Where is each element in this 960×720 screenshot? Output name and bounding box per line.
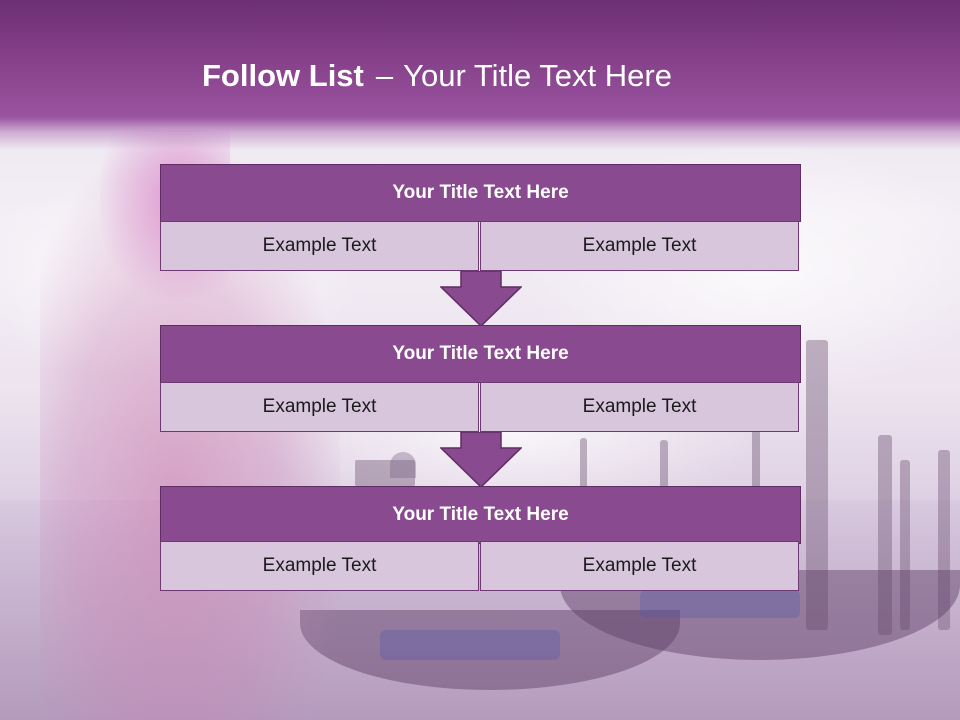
flow-block-2: Your Title Text Here Example Text Exampl…	[160, 325, 801, 432]
block-cell-right: Example Text	[480, 382, 799, 432]
block-cell-left: Example Text	[160, 221, 479, 271]
slide-title: Follow List–Your Title Text Here	[202, 56, 672, 96]
flow-block-1: Your Title Text Here Example Text Exampl…	[160, 164, 801, 271]
block-heading: Your Title Text Here	[160, 325, 801, 383]
header-band	[0, 0, 960, 150]
down-arrow-icon	[440, 271, 522, 327]
block-heading: Your Title Text Here	[160, 164, 801, 222]
title-separator: –	[375, 58, 394, 93]
block-cell-right: Example Text	[480, 221, 799, 271]
title-bold-part: Follow List	[202, 58, 364, 93]
block-heading: Your Title Text Here	[160, 486, 801, 544]
down-arrow-icon	[440, 432, 522, 488]
block-cell-right: Example Text	[480, 541, 799, 591]
title-rest: Your Title Text Here	[403, 58, 672, 93]
block-cell-left: Example Text	[160, 541, 479, 591]
block-cell-left: Example Text	[160, 382, 479, 432]
flow-block-3: Your Title Text Here Example Text Exampl…	[160, 486, 801, 593]
